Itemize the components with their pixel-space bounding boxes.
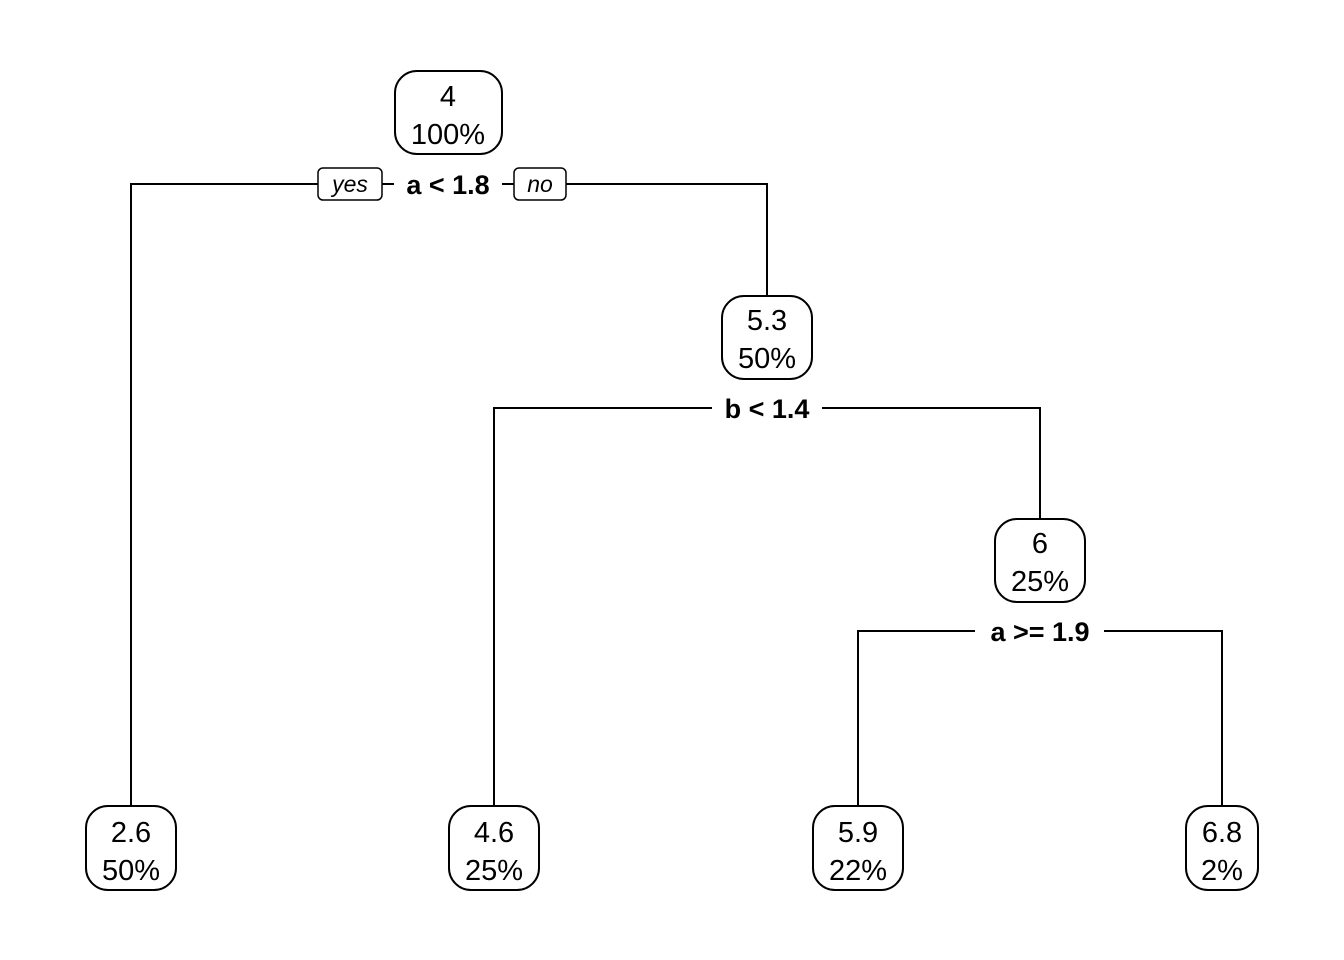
leaf-5-9-percent: 22% <box>829 855 887 887</box>
leaf-2-6-value: 2.6 <box>111 817 151 849</box>
no-tag-box <box>513 167 567 201</box>
leaf-5-9-box <box>812 805 904 891</box>
leaf-2-6: 2.6 50% <box>85 805 177 891</box>
node-root: 4 100% <box>394 70 503 155</box>
split-6: a >= 1.9 <box>975 615 1104 647</box>
leaf-6-8-box <box>1185 805 1259 891</box>
edge-root-right <box>566 183 768 296</box>
leaf-4-6-value: 4.6 <box>474 817 514 849</box>
split-root-label: a < 1.8 <box>406 170 489 200</box>
node-6: 6 25% <box>994 518 1086 603</box>
leaf-6-8-value: 6.8 <box>1202 817 1242 849</box>
yes-tag: yes <box>330 171 368 197</box>
split-6-bg <box>975 615 1104 647</box>
split-5-3-bg <box>712 392 822 424</box>
leaf-2-6-box <box>85 805 177 891</box>
node-6-percent: 25% <box>1011 566 1069 598</box>
node-6-value: 6 <box>1032 528 1048 560</box>
node-5-3-percent: 50% <box>738 343 796 375</box>
tree-edges <box>130 183 1223 806</box>
edge-n53-right <box>822 407 1041 519</box>
leaf-5-9: 5.9 22% <box>812 805 904 891</box>
leaf-5-9-value: 5.9 <box>838 817 878 849</box>
split-5-3: b < 1.4 <box>712 392 822 424</box>
no-tag: no <box>527 171 553 197</box>
node-root-percent: 100% <box>411 119 485 151</box>
node-6-box <box>994 518 1086 603</box>
yes-tag-box <box>317 167 383 201</box>
split-root: yes a < 1.8 no <box>317 167 567 201</box>
leaf-6-8: 6.8 2% <box>1185 805 1259 891</box>
leaf-6-8-percent: 2% <box>1201 855 1243 887</box>
leaf-4-6-box <box>448 805 540 891</box>
split-6-label: a >= 1.9 <box>990 617 1089 647</box>
leaf-4-6: 4.6 25% <box>448 805 540 891</box>
edge-n6-right <box>1104 630 1223 806</box>
edge-n6-left <box>857 630 975 806</box>
leaf-2-6-percent: 50% <box>102 855 160 887</box>
node-5-3-value: 5.3 <box>747 305 787 337</box>
node-root-box <box>394 70 503 155</box>
node-root-value: 4 <box>440 81 456 113</box>
split-5-3-label: b < 1.4 <box>725 394 810 424</box>
edge-root-left <box>130 183 318 806</box>
leaf-4-6-percent: 25% <box>465 855 523 887</box>
node-5-3-box <box>721 295 813 380</box>
edge-n53-left <box>493 407 712 806</box>
node-5-3: 5.3 50% <box>721 295 813 380</box>
